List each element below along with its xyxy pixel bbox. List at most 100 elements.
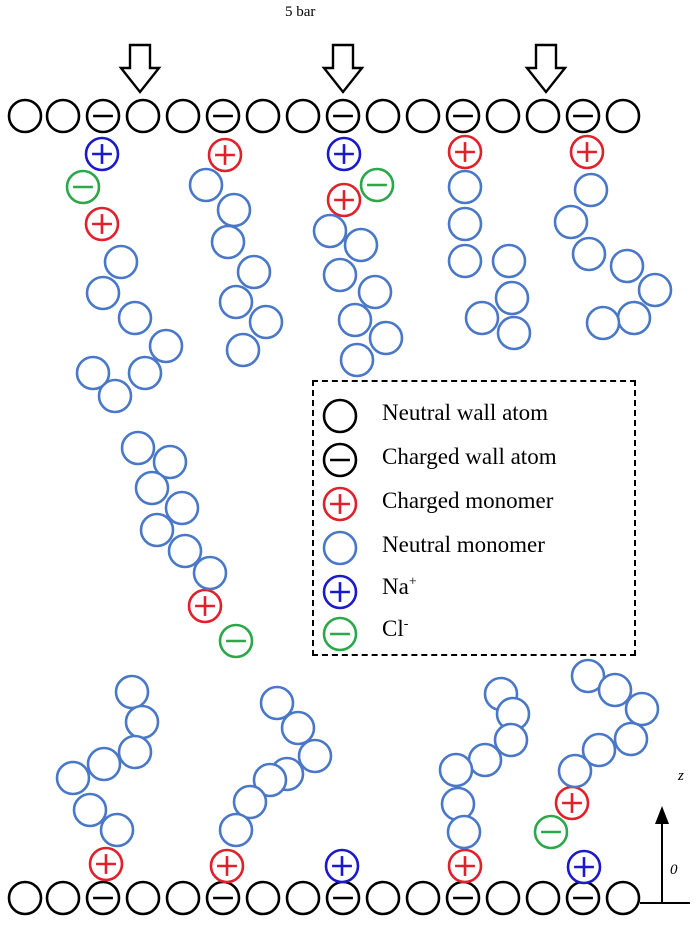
neutral-monomer (438, 752, 474, 788)
neutral-monomer (368, 320, 404, 356)
legend-label-na: Na+ (382, 574, 417, 599)
neutral-monomer (232, 784, 268, 820)
pressure-arrow-icon (524, 43, 568, 94)
neutral-monomer (581, 732, 617, 768)
legend-label-neutral-monomer: Neutral monomer (382, 532, 545, 557)
neutral-wall-atom (165, 98, 201, 134)
neutral-monomer (557, 753, 593, 789)
neutral-monomer (491, 243, 527, 279)
neutral-monomer (570, 658, 606, 694)
neutral-wall-atom (525, 880, 561, 916)
neutral-monomer (467, 742, 503, 778)
neutral-monomer (597, 672, 633, 708)
legend-label-charged-wall: Charged wall atom (382, 444, 557, 469)
legend-label-charged-monomer: Charged monomer (382, 488, 554, 513)
legend-label-neutral-wall: Neutral wall atom (382, 400, 549, 425)
neutral-monomer (86, 746, 122, 782)
neutral-wall-atom (7, 880, 43, 916)
neutral-monomer (148, 328, 184, 364)
neutral-monomer (297, 738, 333, 774)
neutral-wall-atom (605, 98, 641, 134)
charged-wall-atom (565, 880, 601, 916)
neutral-monomer (440, 786, 476, 822)
neutral-wall-atom (365, 98, 401, 134)
neutral-monomer (312, 213, 348, 249)
axis-origin-label: 0 (670, 862, 678, 878)
neutral-wall-atom (125, 98, 161, 134)
charged-wall-atom (445, 98, 481, 134)
neutral-monomer (494, 280, 530, 316)
legend-symbol-neutral-wall (322, 398, 358, 434)
neutral-monomer (164, 490, 200, 526)
neutral-wall-atom (605, 880, 641, 916)
neutral-monomer (124, 704, 160, 740)
cl-ion (359, 167, 395, 203)
legend-box: Neutral wall atom Charged wall atom Char… (312, 380, 636, 656)
neutral-monomer (613, 721, 649, 757)
neutral-monomer (447, 206, 483, 242)
pressure-arrow-icon (321, 43, 365, 94)
neutral-wall-atom (125, 880, 161, 916)
neutral-monomer (322, 257, 358, 293)
neutral-monomer (236, 254, 272, 290)
neutral-wall-atom (165, 880, 201, 916)
neutral-wall-atom (285, 880, 321, 916)
neutral-monomer (446, 814, 482, 850)
neutral-wall-atom (285, 98, 321, 134)
charged-wall-atom (85, 98, 121, 134)
charged-monomer (209, 848, 245, 884)
neutral-monomer (152, 444, 188, 480)
charged-wall-atom (445, 880, 481, 916)
neutral-monomer (447, 243, 483, 279)
neutral-monomer (55, 760, 91, 796)
neutral-wall-atom (485, 98, 521, 134)
charged-monomer (84, 206, 120, 242)
neutral-monomer (357, 274, 393, 310)
neutral-monomer (134, 470, 170, 506)
neutral-monomer (139, 512, 175, 548)
neutral-monomer (117, 734, 153, 770)
neutral-monomer (72, 792, 108, 828)
charged-wall-atom (565, 98, 601, 134)
legend-symbol-charged-monomer (322, 486, 358, 522)
charged-wall-atom (205, 880, 241, 916)
neutral-monomer (553, 204, 589, 240)
neutral-monomer (216, 192, 252, 228)
neutral-monomer (248, 304, 284, 340)
neutral-wall-atom (485, 880, 521, 916)
neutral-monomer (192, 555, 228, 591)
neutral-monomer (624, 691, 660, 727)
na-ion (566, 849, 602, 885)
neutral-monomer (573, 172, 609, 208)
neutral-monomer (585, 305, 621, 341)
neutral-monomer (259, 685, 295, 721)
neutral-monomer (127, 355, 163, 391)
neutral-monomer (280, 710, 316, 746)
neutral-monomer (117, 300, 153, 336)
pressure-label: 5 bar (285, 4, 316, 20)
neutral-wall-atom (405, 98, 441, 134)
neutral-wall-atom (45, 880, 81, 916)
legend-symbols (322, 398, 358, 652)
na-ion (326, 136, 362, 172)
charged-monomer (447, 134, 483, 170)
charged-monomer (554, 785, 590, 821)
legend-symbol-na (322, 574, 358, 610)
neutral-monomer (85, 275, 121, 311)
neutral-monomer (571, 236, 607, 272)
neutral-monomer (493, 722, 529, 758)
neutral-monomer (337, 302, 373, 338)
neutral-wall-atom (365, 880, 401, 916)
legend-symbol-charged-wall (322, 442, 358, 478)
neutral-wall-atom (245, 98, 281, 134)
na-ion (324, 848, 360, 884)
neutral-monomer (218, 284, 254, 320)
neutral-monomer (252, 762, 288, 798)
neutral-monomer (616, 300, 652, 336)
charged-wall-atom (325, 880, 361, 916)
cl-ion (533, 814, 569, 850)
charged-wall-atom (325, 98, 361, 134)
neutral-monomer (167, 533, 203, 569)
charged-monomer (447, 848, 483, 884)
